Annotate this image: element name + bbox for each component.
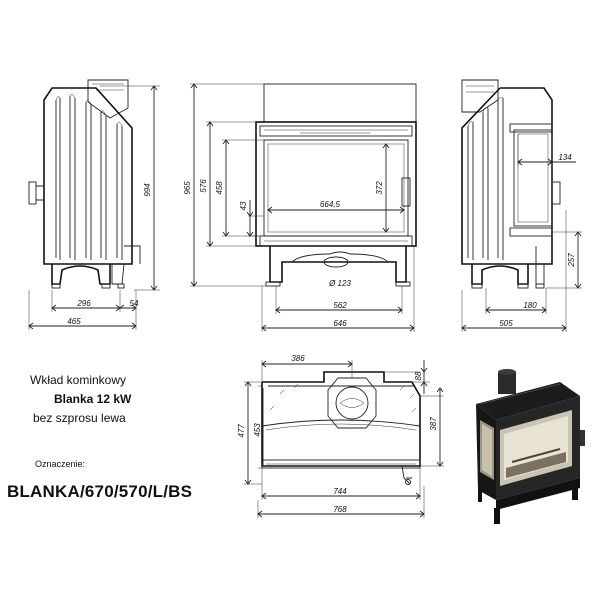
model-code: BLANKA/670/570/L/BS xyxy=(7,482,193,501)
dim-side-offset: 54 xyxy=(130,299,139,308)
dim-front-width-total: 646 xyxy=(333,319,347,328)
dim-top-depth-inner: 453 xyxy=(253,423,262,437)
designation-label: Oznaczenie: xyxy=(35,459,86,469)
side-view-right: 134 257 180 505 xyxy=(461,79,582,332)
dim-front-glass-width: 664,5 xyxy=(320,200,341,209)
description-line-2: Blanka 12 kW xyxy=(54,392,132,406)
dim-front-bottom-offset: 43 xyxy=(239,201,248,210)
dim-right-side-height: 257 xyxy=(567,253,576,268)
dim-top-flue-offset: 386 xyxy=(291,354,305,363)
dim-front-body-height: 576 xyxy=(199,179,208,193)
dim-right-leg-offset: 180 xyxy=(523,301,537,310)
dim-side-depth-total: 465 xyxy=(67,317,81,326)
dim-top-depth-right: 387 xyxy=(429,417,438,431)
dim-top-depth-left: 477 xyxy=(237,424,246,438)
side-view-left: 994 296 54 465 xyxy=(28,79,160,330)
dim-front-height-total: 965 xyxy=(183,181,192,195)
fireplace-photo-icon xyxy=(476,369,585,524)
description-line-1: Wkład kominkowy xyxy=(30,373,127,387)
dim-side-height: 994 xyxy=(143,183,152,197)
dim-right-glass-width: 134 xyxy=(558,153,572,162)
dim-top-width-body: 744 xyxy=(333,487,347,496)
dim-right-depth-total: 505 xyxy=(499,319,513,328)
description-line-3: bez szprosu lewa xyxy=(33,411,126,425)
dim-top-top-depth: 88 xyxy=(414,371,423,380)
dim-front-leg-span: 562 xyxy=(333,301,347,310)
dim-side-depth-inner: 296 xyxy=(76,299,91,308)
front-view: Ø 123 965 576 458 43 664,5 372 562 xyxy=(183,83,417,332)
dim-front-glass-right: 372 xyxy=(375,181,384,195)
top-view: 386 88 387 477 453 744 768 xyxy=(237,354,444,518)
dim-top-width-total: 768 xyxy=(333,505,347,514)
dim-front-flue: Ø 123 xyxy=(328,279,351,288)
dim-front-glass-height: 458 xyxy=(215,181,224,195)
